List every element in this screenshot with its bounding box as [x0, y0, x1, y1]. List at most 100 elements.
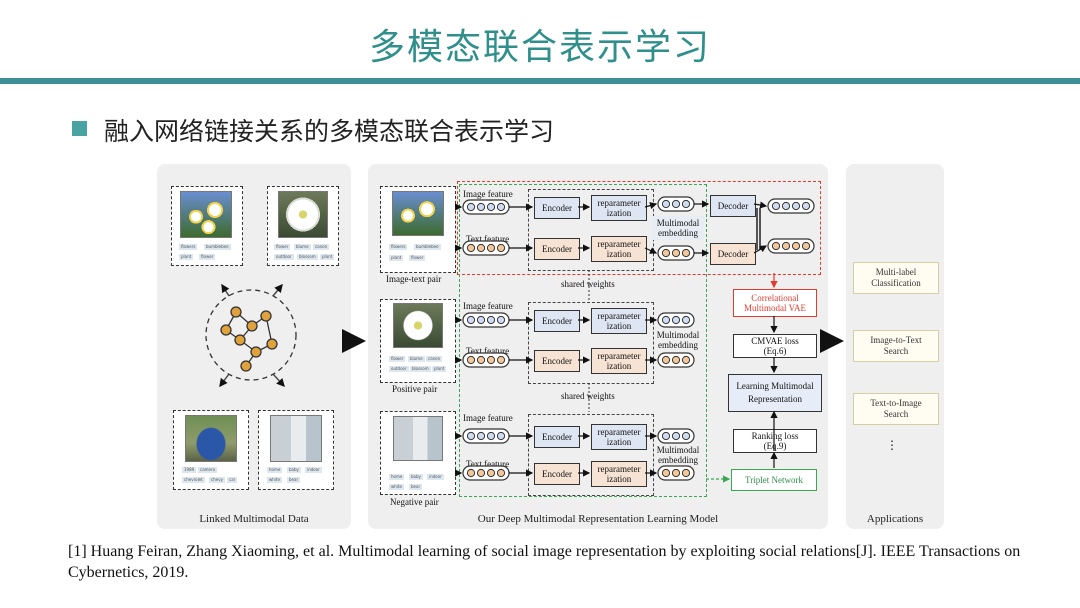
reconstructed-text-vector-unit — [781, 241, 791, 251]
image-feature-vector-unit — [486, 315, 496, 325]
multimodal-line1: Multimodal — [656, 445, 700, 455]
reparam-line1: reparameter — [597, 198, 641, 208]
reparam-line1: reparameter — [597, 351, 641, 361]
image-feature-vector-unit — [466, 202, 476, 212]
text-feature-vector-unit — [496, 468, 506, 478]
text-feature-vector-unit — [466, 468, 476, 478]
reparam-line2: ization — [606, 474, 632, 484]
tag: blume — [294, 244, 311, 250]
text-feature-vector-unit — [466, 355, 476, 365]
reparam-line2: ization — [606, 321, 632, 331]
tag: outdoor — [274, 254, 294, 260]
tag: home — [267, 467, 283, 473]
reconstructed-text-vector-unit — [801, 241, 811, 251]
learning-line1: Learning Multimodal — [736, 381, 814, 391]
slide-subtitle: 融入网络链接关系的多模态联合表示学习 — [104, 117, 555, 146]
tag: flowers — [179, 244, 198, 250]
text-feature-vector-unit — [486, 468, 496, 478]
tag: bear — [287, 477, 301, 483]
tag: home — [389, 474, 405, 480]
app-line1: Image-to-Text — [870, 335, 922, 345]
tag: plant — [179, 254, 194, 260]
image-feature-vector-unit — [466, 431, 476, 441]
tag: baby — [287, 467, 301, 473]
reparam-line2: ization — [606, 437, 632, 447]
reconstructed-text-vector-unit — [791, 241, 801, 251]
shared-weights-label: shared weights — [561, 279, 615, 289]
latent-image-vector-unit — [681, 199, 691, 209]
tag: flower — [409, 255, 426, 261]
app-line1: Text-to-Image — [870, 398, 922, 408]
tag: outdoor — [389, 366, 409, 372]
tag: indoor — [305, 467, 322, 473]
tag: canon — [426, 356, 443, 362]
tag: bumblebee — [204, 244, 231, 250]
text-feature-vector-unit — [496, 243, 506, 253]
image-feature-vector-unit — [476, 431, 486, 441]
latent-image-vector-unit — [671, 315, 681, 325]
text-feature-vector-unit — [476, 355, 486, 365]
app-more-dots: ⋮ — [886, 438, 898, 452]
connector-arrow — [753, 201, 768, 209]
latent-text-vector-unit — [681, 355, 691, 365]
latent-text-vector-unit — [671, 248, 681, 258]
latent-text-vector-unit — [661, 248, 671, 258]
tag: 1989 — [182, 467, 197, 473]
latent-text-vector-unit — [661, 468, 671, 478]
image-encoder: Encoder — [534, 426, 580, 448]
ranking-line1: Ranking loss — [751, 431, 799, 441]
tag: flower — [274, 244, 291, 250]
image-feature-vector-unit — [476, 202, 486, 212]
image-feature-label: Image feature — [463, 301, 513, 311]
anemone-photo — [278, 191, 328, 238]
tag: blossom — [297, 254, 318, 260]
tag: bear — [409, 484, 423, 490]
tag: flower — [199, 254, 216, 260]
tag: camero — [198, 467, 218, 473]
cvae-line1: Correlational — [751, 293, 799, 303]
image-feature-vector-unit — [476, 315, 486, 325]
latent-image-vector-unit — [681, 431, 691, 441]
ranking-line2: (Eq.9) — [763, 441, 787, 451]
image-feature-vector-unit — [496, 431, 506, 441]
reparam-line2: ization — [606, 361, 632, 371]
image-text-pair-label: Image-text pair — [386, 274, 442, 284]
latent-text-vector-unit — [681, 248, 691, 258]
text-encoder: Encoder — [534, 463, 580, 485]
cvae-region — [457, 181, 821, 275]
image-decoder: Decoder — [710, 195, 756, 217]
reference-citation: [1] Huang Feiran, Zhang Xiaoming, et al.… — [68, 543, 1021, 581]
app-line1: Multi-label — [875, 267, 917, 277]
tag: baby — [409, 474, 423, 480]
car-photo — [185, 415, 237, 462]
cmvae-loss-box: CMVAE loss(Eq.6) — [733, 334, 817, 358]
tag: white — [389, 484, 404, 490]
image-feature-vector-unit — [496, 315, 506, 325]
reparam-line1: reparameter — [597, 464, 641, 474]
reparam-line2: ization — [606, 208, 632, 218]
reconstructed-image-vector-unit — [781, 201, 791, 211]
latent-image-vector-unit — [661, 315, 671, 325]
text-feature-vector-unit — [476, 243, 486, 253]
image-feature-label: Image feature — [463, 189, 513, 199]
text-feature-label: Text feature — [466, 234, 510, 244]
app-line2: Search — [883, 346, 909, 356]
tag: chevrolet — [182, 477, 205, 483]
image-feature-vector-unit — [486, 202, 496, 212]
multimodal-line1: Multimodal — [656, 330, 700, 340]
text-decoder: Decoder — [710, 243, 756, 265]
text-feature-vector-unit — [486, 243, 496, 253]
text-feature-vector-unit — [476, 468, 486, 478]
cmvae-line2: (Eq.6) — [763, 346, 787, 356]
multimodal-line2: embedding — [658, 455, 698, 465]
bullet-square — [72, 121, 87, 136]
